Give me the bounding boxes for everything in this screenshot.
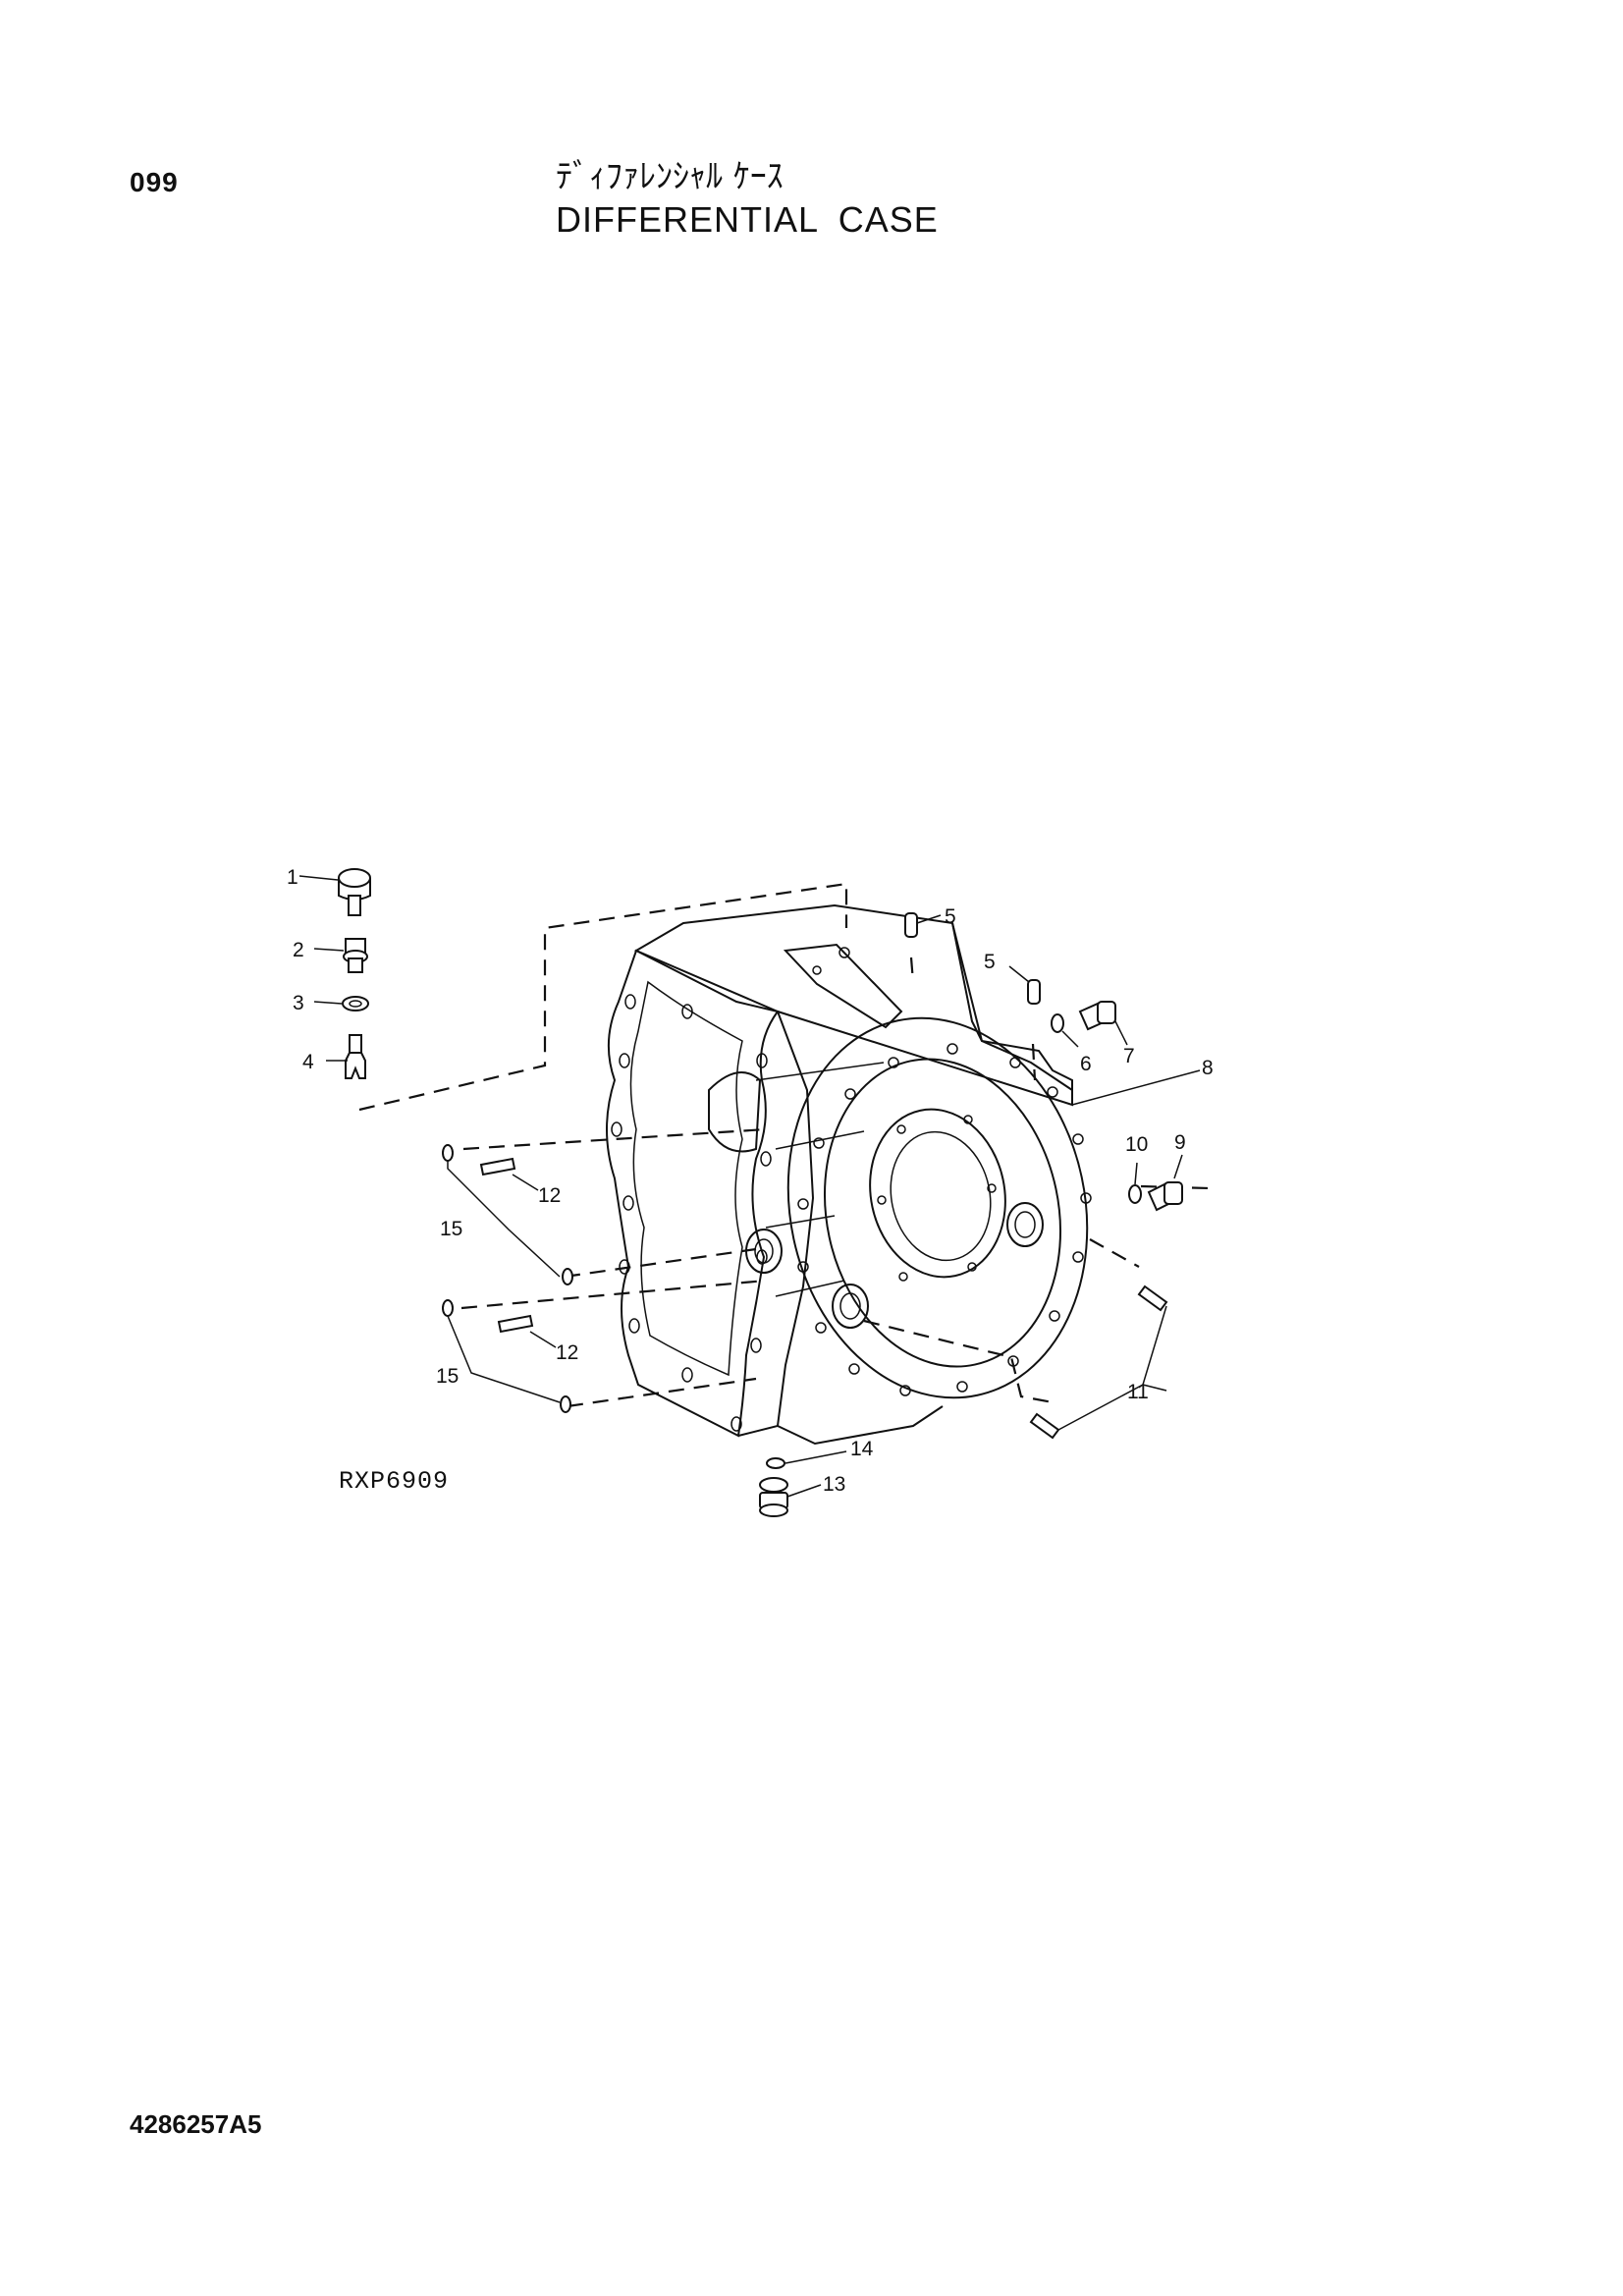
callout-15b: 15 xyxy=(436,1365,459,1388)
callout-1: 1 xyxy=(287,866,298,889)
callout-13: 13 xyxy=(823,1473,845,1496)
part-13-drain-plug xyxy=(759,1477,788,1517)
page-title-english: DIFFERENTIAL CASE xyxy=(556,199,939,240)
part-10-o-ring xyxy=(1128,1184,1142,1204)
drawing-code: RXP6909 xyxy=(339,1467,450,1496)
callout-5a: 5 xyxy=(945,905,956,928)
page-title-japanese: ﾃﾞｨﾌｧﾚﾝｼｬﾙ ｹｰｽ xyxy=(556,157,784,196)
page-number: 099 xyxy=(130,167,179,197)
part-5-dowel-pins xyxy=(904,912,1041,1005)
part-2-fitting xyxy=(343,938,368,973)
callout-3: 3 xyxy=(293,992,304,1014)
differential-case-housing xyxy=(606,903,1073,1446)
callout-leaders xyxy=(298,875,1201,1498)
differential-case-flange xyxy=(786,1016,1092,1399)
callout-8: 8 xyxy=(1202,1057,1214,1079)
flange-bolt-holes xyxy=(797,1043,1092,1396)
part-15-o-rings xyxy=(442,1144,573,1413)
callout-9: 9 xyxy=(1174,1131,1186,1154)
callout-14: 14 xyxy=(850,1438,874,1460)
callout-6: 6 xyxy=(1080,1053,1092,1075)
part-3-washer xyxy=(342,996,369,1011)
part-6-o-ring xyxy=(1051,1013,1064,1033)
assembly-dash-lines xyxy=(358,882,1211,1408)
callout-11: 11 xyxy=(1127,1381,1149,1403)
part-14-o-ring xyxy=(766,1457,785,1469)
callout-12a: 12 xyxy=(538,1184,561,1207)
callout-7: 7 xyxy=(1123,1045,1135,1067)
document-code: 4286257A5 xyxy=(130,2109,262,2139)
part-11-pins xyxy=(1029,1285,1168,1440)
left-face-bolt-holes xyxy=(611,994,772,1432)
callout-12b: 12 xyxy=(556,1341,578,1364)
callout-10: 10 xyxy=(1125,1133,1148,1156)
part-12-dowels xyxy=(479,1157,534,1334)
part-9-plug xyxy=(1147,1181,1183,1212)
part-4-breather xyxy=(345,1034,366,1079)
part-1-bolt xyxy=(338,868,371,916)
callout-labels: 1 2 3 4 5 5 6 7 8 9 10 11 12 12 13 14 15… xyxy=(287,866,1214,1496)
part-7-plug xyxy=(1078,1001,1116,1031)
callout-15a: 15 xyxy=(440,1218,462,1240)
callout-2: 2 xyxy=(293,939,304,961)
callout-4: 4 xyxy=(302,1051,314,1073)
callout-5b: 5 xyxy=(984,951,996,973)
